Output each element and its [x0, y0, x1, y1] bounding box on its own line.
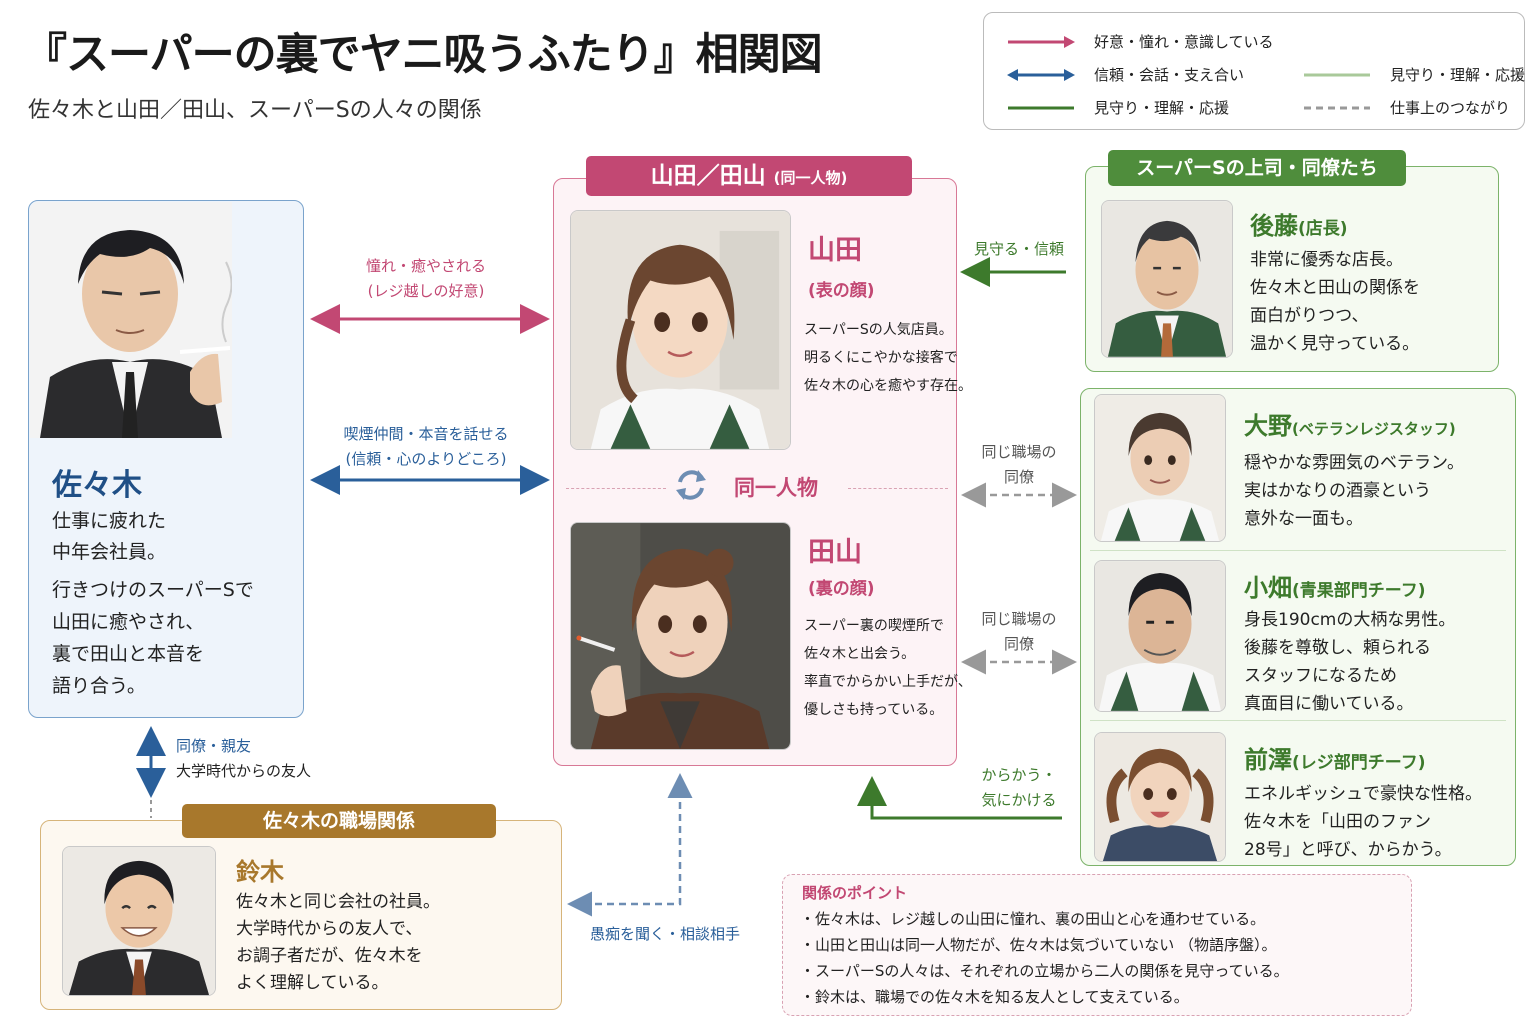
- maezawa-description: エネルギッシュで豪快な性格。 佐々木を「山田のファン 28号」と呼び、からかう。: [1244, 784, 1482, 860]
- goto-portrait: [1101, 200, 1233, 358]
- work-tag: 佐々木の職場関係: [182, 804, 496, 838]
- colleague-label-2: 同じ職場の同僚: [981, 610, 1057, 653]
- points-title: 関係のポイント: [802, 884, 908, 902]
- legend-item-support: 見守り・理解・応援: [1006, 97, 1229, 118]
- suzuki-description: 佐々木と同じ会社の社員。 大学時代からの友人で、 お調子者だが、佐々木を よく理…: [236, 892, 440, 993]
- tayama-name: 田山: [808, 537, 862, 568]
- legend: 好意・憧れ・意識している 信頼・会話・支え合い 見守り・理解・応援 見守り・理解…: [983, 12, 1525, 130]
- legend-item-trust: 信頼・会話・支え合い: [1006, 64, 1244, 85]
- point-item: ・佐々木は、レジ越しの山田に憧れ、裏の田山と心を通わせている。: [800, 910, 1266, 928]
- sasaki-name: 佐々木: [52, 468, 142, 503]
- obata-portrait: [1094, 560, 1226, 712]
- legend-item-affection: 好意・憧れ・意識している: [1006, 31, 1274, 52]
- same-person-cycle-icon: [676, 470, 706, 500]
- ono-portrait: [1094, 394, 1226, 542]
- sasaki-description: 仕事に疲れた 中年会社員。: [52, 510, 167, 563]
- divider: [848, 488, 948, 489]
- point-item: ・スーパーSの人々は、それぞれの立場から二人の関係を見守っている。: [800, 962, 1289, 980]
- suzuki-name: 鈴木: [236, 858, 284, 886]
- watch-label: 見守る・信頼: [973, 240, 1064, 258]
- legend-label: 好意・憧れ・意識している: [1094, 33, 1274, 51]
- divider: [566, 488, 666, 489]
- green-line-icon: [1008, 106, 1074, 109]
- ono-name: 大野(ベテランレジスタッフ): [1244, 412, 1456, 440]
- goto-description: 非常に優秀な店長。 佐々木と田山の関係を 面白がりつつ、 温かく見守っている。: [1250, 250, 1420, 354]
- consult-arrow: [567, 773, 693, 917]
- points-list: ・佐々木は、レジ越しの山田に憧れ、裏の田山と心を通わせている。 ・山田と田山は同…: [800, 906, 1289, 1010]
- point-item: ・鈴木は、職場での佐々木を知る友人として支えている。: [800, 988, 1189, 1006]
- legend-label: 見守り・理解・応援: [1390, 66, 1526, 84]
- sasaki-description-2: 行きつけのスーパーSで 山田に癒やされ、 裏で田山と本音を 語り合う。: [52, 579, 254, 697]
- yamada-name: 山田: [808, 235, 862, 266]
- colleague-label-1: 同じ職場の同僚: [981, 443, 1057, 486]
- legend-item-support-light: 見守り・理解・応援: [1302, 64, 1525, 85]
- yamada-description: スーパーSの人気店員。 明るくにこやかな接客で 佐々木の心を癒やす存在。: [804, 322, 972, 394]
- divider: [1090, 720, 1506, 721]
- sasaki-portrait: [30, 202, 232, 438]
- admire-label: 憧れ・癒やされる(レジ越しの好意): [365, 257, 486, 300]
- tayama-description: スーパー裏の喫煙所で 佐々木と出会う。 率直でからかい上手だが、 優しさも持って…: [804, 618, 972, 718]
- blue-double-arrow-icon: [1007, 68, 1075, 81]
- friend-label: 同僚・親友大学時代からの友人: [176, 737, 312, 780]
- legend-label: 信頼・会話・支え合い: [1094, 66, 1245, 84]
- page-title: 『スーパーの裏でヤニ吸うふたり』相関図: [24, 30, 823, 80]
- suzuki-portrait: [62, 846, 216, 996]
- pink-arrow-icon: [1008, 35, 1075, 48]
- legend-label: 見守り・理解・応援: [1094, 99, 1230, 117]
- goto-name: 後藤(店長): [1250, 212, 1348, 240]
- boss-group-tag: スーパーSの上司・同僚たち: [1108, 150, 1406, 186]
- gray-dashed-line-icon: [1304, 106, 1370, 109]
- maezawa-name: 前澤(レジ部門チーフ): [1244, 746, 1426, 774]
- tayama-face-label: (裏の顔): [808, 579, 875, 599]
- legend-label: 仕事上のつながり: [1390, 99, 1511, 117]
- divider: [1090, 550, 1506, 551]
- maezawa-portrait: [1094, 732, 1226, 862]
- points-panel: [782, 874, 1412, 1016]
- yamada-tayama-tag: 山田／田山 (同一人物): [586, 156, 912, 196]
- page-subtitle: 佐々木と山田／田山、スーパーSの人々の関係: [28, 98, 482, 123]
- consult-label: 愚痴を聞く・相談相手: [589, 925, 740, 943]
- obata-name: 小畑(青果部門チーフ): [1244, 574, 1426, 602]
- point-item: ・山田と田山は同一人物だが、佐々木は気づいていない （物語序盤）。: [800, 936, 1277, 954]
- obata-description: 身長190cmの大柄な男性。 後藤を尊敬し、頼られる スタッフになるため 真面目…: [1244, 610, 1456, 714]
- ono-description: 穏やかな雰囲気のベテラン。 実はかなりの酒豪という 意外な一面も。: [1244, 453, 1464, 529]
- legend-item-work: 仕事上のつながり: [1302, 97, 1510, 118]
- yamada-portrait: [570, 210, 791, 450]
- yamada-face-label: (表の顔): [808, 281, 875, 301]
- tayama-portrait: [570, 522, 791, 750]
- smoke-label: 喫煙仲間・本音を話せる(信頼・心のよりどころ): [343, 425, 509, 468]
- tease-label: からかう・気にかける: [981, 766, 1057, 809]
- same-person-label: 同一人物: [734, 476, 818, 500]
- light-green-line-icon: [1304, 73, 1370, 76]
